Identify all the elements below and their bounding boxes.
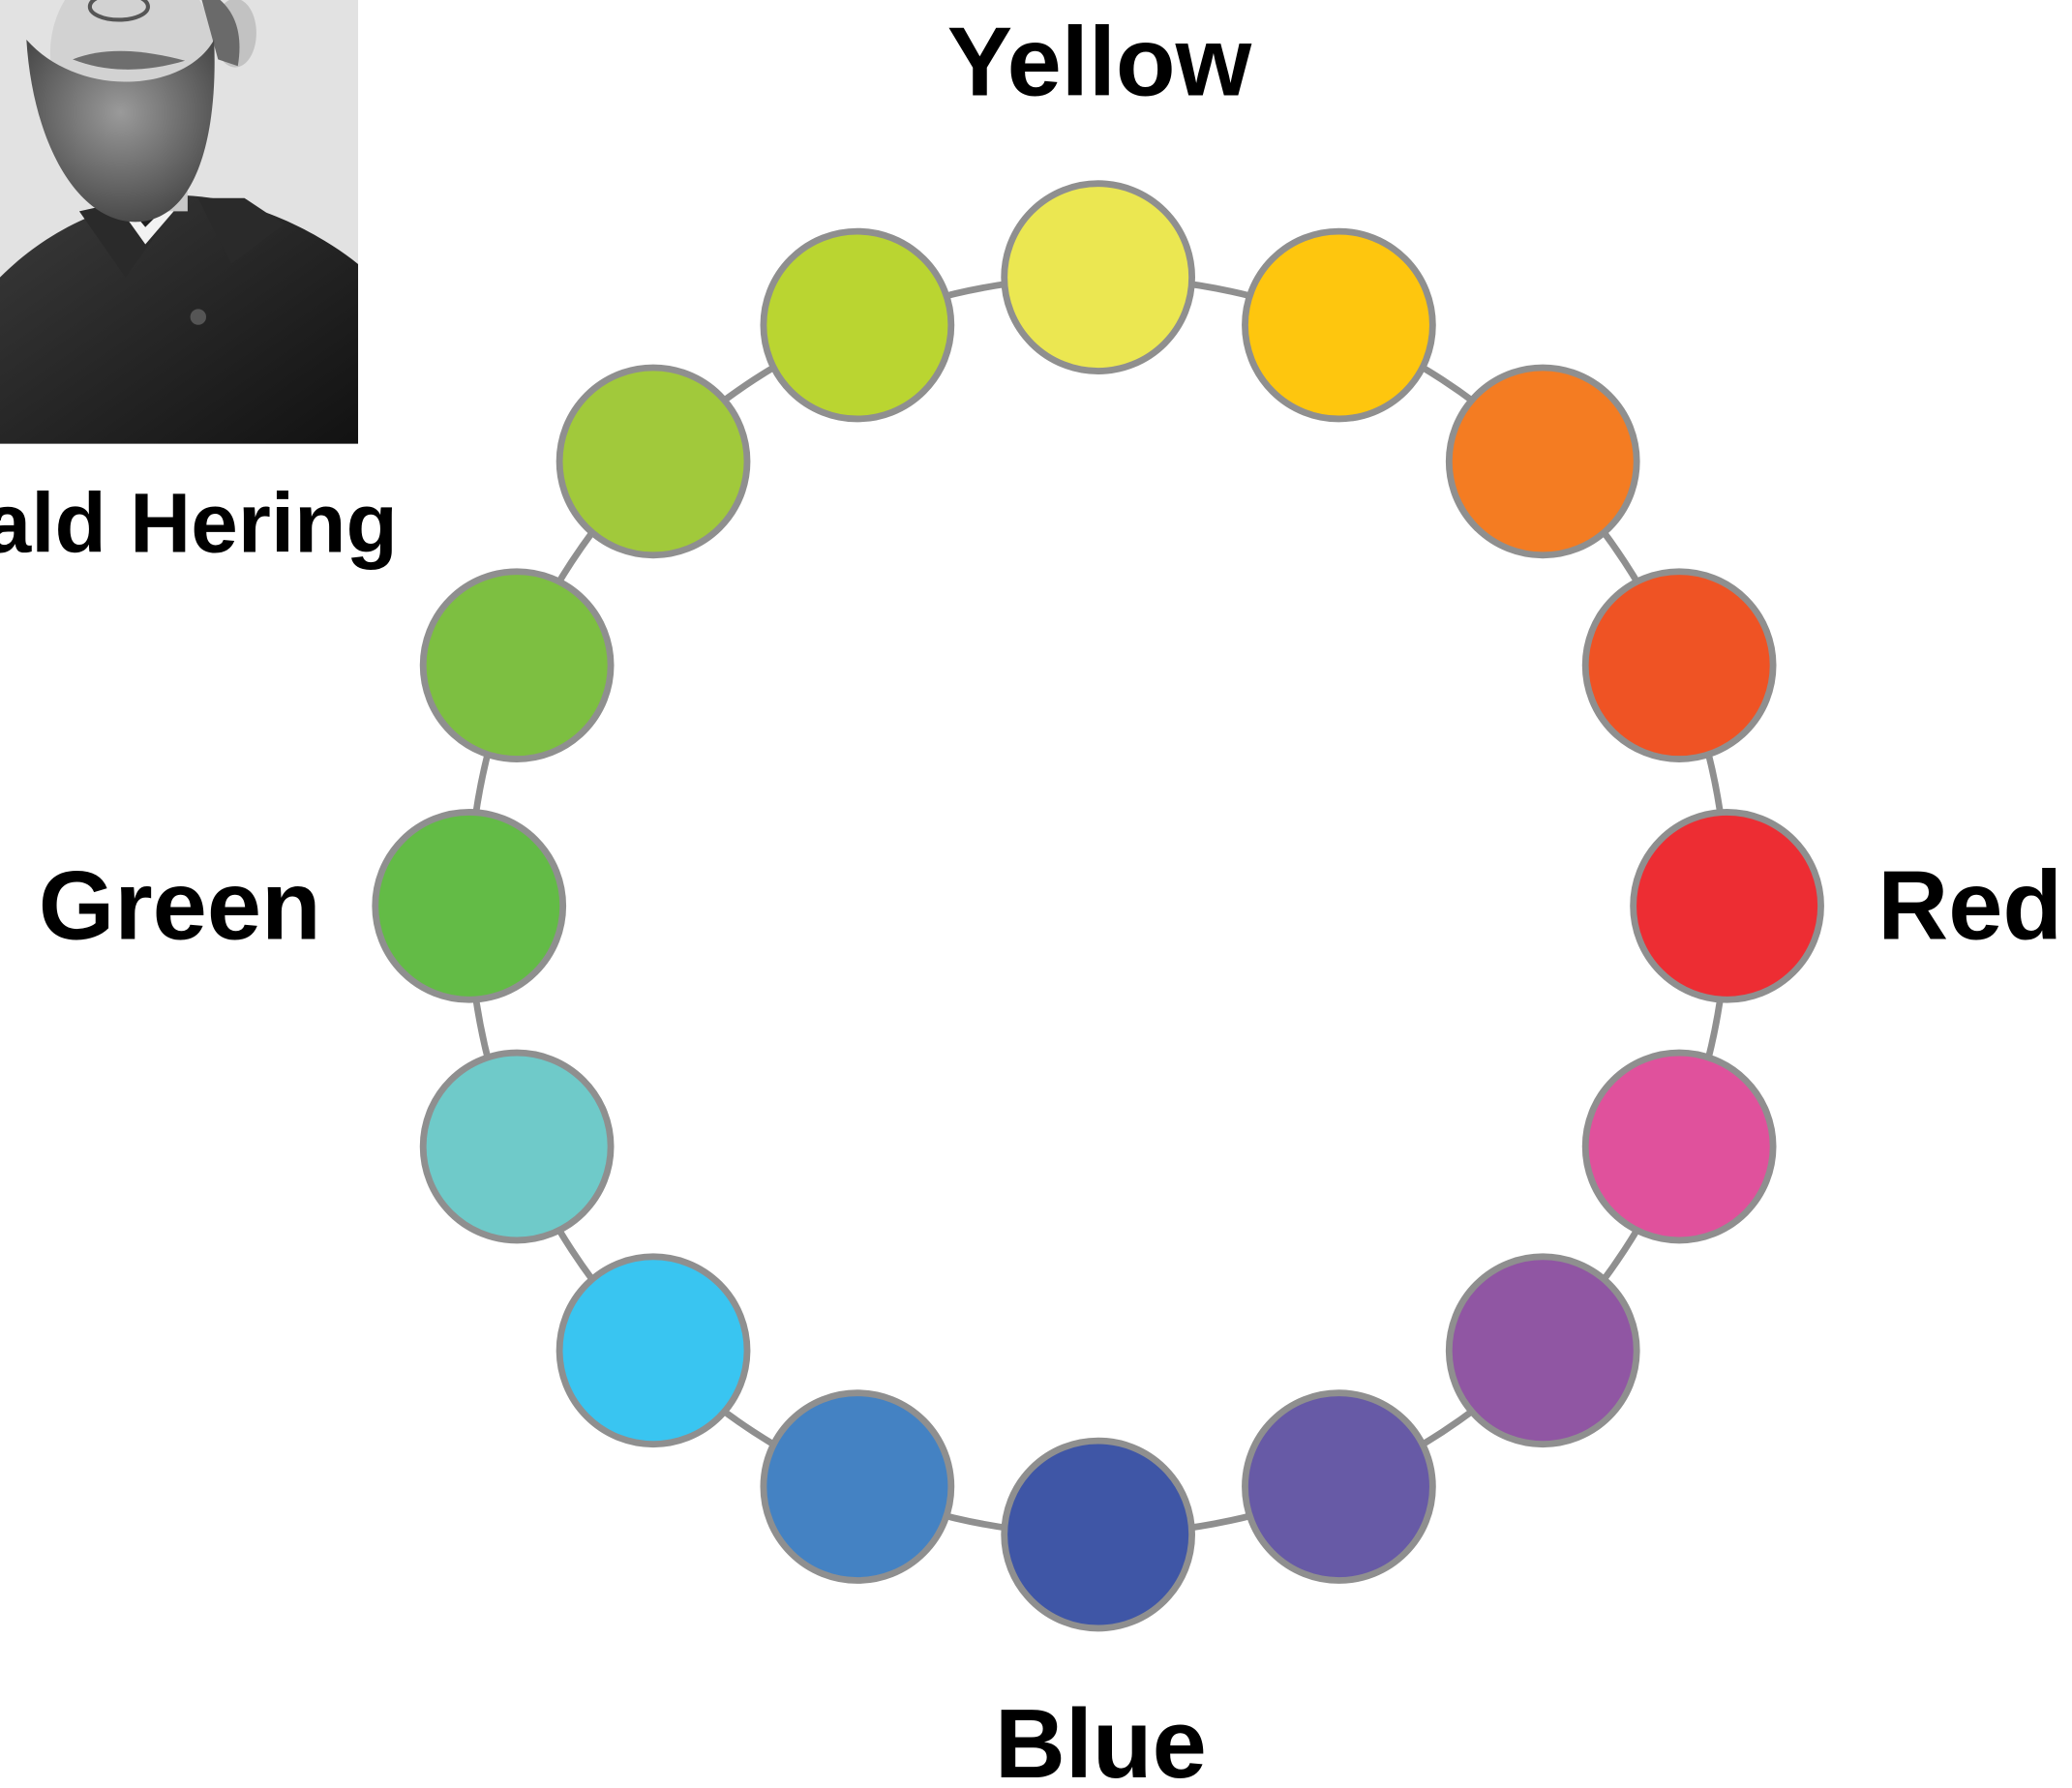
label-yellow: Yellow xyxy=(947,8,1252,116)
color-circle-yellow-green xyxy=(559,368,747,555)
color-circle-grass-green xyxy=(423,572,611,760)
color-circle-red xyxy=(1634,812,1821,999)
color-circle-orange xyxy=(1449,368,1637,555)
color-circle-indigo xyxy=(1245,1393,1432,1581)
color-circle-yellow-orange xyxy=(1245,231,1432,419)
color-circle-red-orange xyxy=(1585,572,1773,760)
color-circle-yellow xyxy=(1005,184,1192,372)
label-red: Red xyxy=(1877,851,2062,960)
color-circle-green xyxy=(375,812,563,999)
color-circle-lime xyxy=(764,231,951,419)
color-circle-blue xyxy=(1005,1441,1192,1628)
color-circle-cyan xyxy=(559,1257,747,1445)
portrait-photo xyxy=(0,0,358,444)
color-circle-teal xyxy=(423,1053,611,1240)
color-circle-purple xyxy=(1449,1257,1637,1445)
label-green: Green xyxy=(39,851,321,960)
portrait-caption: ald Hering xyxy=(0,476,398,571)
color-circles xyxy=(375,184,1821,1628)
color-circle-pink xyxy=(1585,1053,1773,1240)
color-circle-medium-blue xyxy=(764,1393,951,1581)
label-blue: Blue xyxy=(995,1690,1207,1788)
